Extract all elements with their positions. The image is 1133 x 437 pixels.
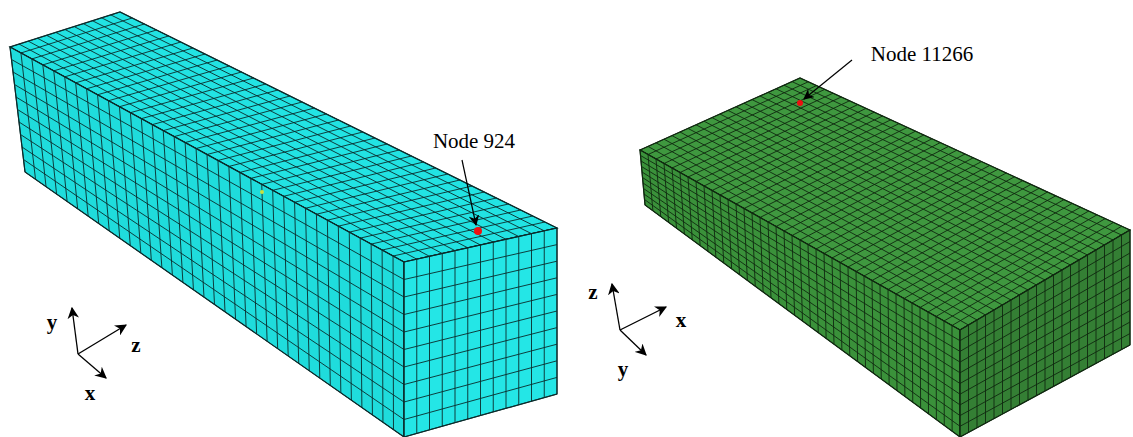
- mesh-line: [404, 328, 557, 367]
- mesh-line: [404, 377, 557, 419]
- axis-arrow: [78, 354, 106, 378]
- mesh-line: [404, 278, 557, 315]
- mesh-line: [16, 97, 404, 332]
- mesh-line: [642, 172, 960, 373]
- mesh-line: [760, 96, 1088, 255]
- mesh-line: [752, 100, 1079, 260]
- axis-label: x: [676, 310, 687, 331]
- node-label: Node 11266: [871, 44, 973, 65]
- axis-arrow: [620, 307, 666, 330]
- mesh-line: [404, 245, 557, 280]
- axis-arrow: [72, 308, 78, 354]
- axis-label: y: [47, 312, 58, 333]
- mesh-line: [404, 394, 557, 437]
- axis-label: x: [85, 383, 96, 404]
- axis-arrow: [78, 325, 126, 354]
- node-marker: [797, 100, 803, 106]
- mesh-line: [404, 344, 557, 384]
- mesh-line: [404, 294, 557, 332]
- mesh-line: [25, 172, 404, 437]
- mesh-line: [404, 361, 557, 402]
- mesh-line: [644, 189, 961, 405]
- mesh-line: [645, 205, 960, 437]
- mesh-line: [13, 72, 404, 297]
- mesh-line: [644, 194, 960, 416]
- mesh-face: [404, 228, 557, 437]
- axis-label: z: [131, 335, 140, 356]
- mesh-line: [960, 242, 1130, 341]
- mesh-line: [784, 85, 1113, 240]
- mesh-line: [645, 200, 961, 427]
- green-mesh-block: [640, 78, 1130, 437]
- leader-arrow: [462, 160, 476, 225]
- axis-arrow: [612, 284, 620, 330]
- mesh-line: [22, 147, 404, 402]
- mesh-line: [643, 178, 961, 384]
- mesh-line: [404, 228, 557, 262]
- mesh-face: [960, 230, 1130, 437]
- mesh-line: [15, 85, 405, 315]
- mesh-line: [792, 82, 1122, 235]
- mesh-line: [21, 135, 405, 385]
- mesh-line: [10, 47, 404, 262]
- mesh-line: [643, 183, 960, 394]
- mesh-line: [776, 89, 1105, 245]
- mesh-line: [800, 78, 1130, 230]
- mesh-line: [768, 92, 1096, 250]
- mesh-line: [960, 334, 1130, 427]
- axis-arrow: [620, 330, 646, 355]
- mesh-line: [641, 161, 960, 351]
- node-label: Node 924: [433, 131, 515, 152]
- mesh-line: [642, 167, 961, 363]
- mesh-line: [960, 322, 1130, 416]
- mesh-line: [641, 156, 961, 341]
- mesh-face: [640, 150, 960, 437]
- leader-arrow: [804, 60, 852, 99]
- mesh-line: [24, 160, 405, 420]
- mesh-line: [12, 60, 405, 280]
- cyan-mesh-block: [10, 12, 557, 437]
- mesh-line: [18, 110, 405, 350]
- mesh-line: [960, 345, 1130, 437]
- axis-label: z: [588, 282, 597, 303]
- mesh-line: [960, 230, 1130, 330]
- axis-label: y: [618, 359, 629, 380]
- mesh-face: [10, 47, 404, 437]
- node-marker: [260, 190, 264, 194]
- mesh-line: [404, 261, 557, 297]
- mesh-line: [404, 311, 557, 350]
- mesh-line: [19, 122, 404, 367]
- node-marker: [474, 227, 482, 235]
